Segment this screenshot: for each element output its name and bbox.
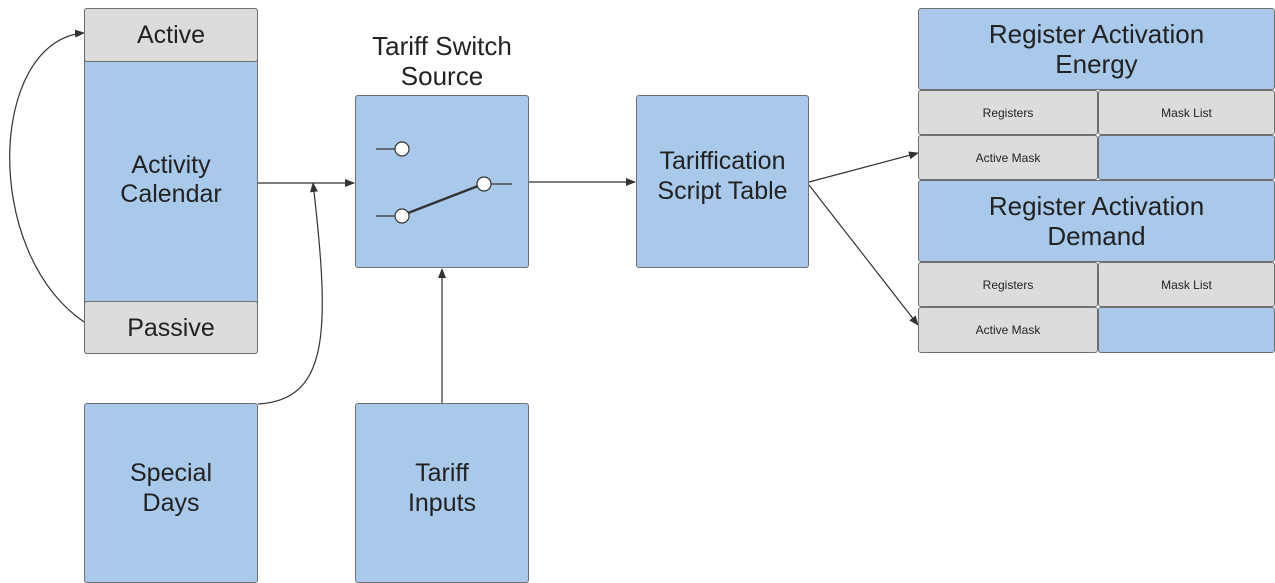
energy-title-line1: Register Activation: [988, 19, 1205, 49]
tariff-inputs-box: Tariff Inputs: [355, 403, 529, 583]
script-table-box: Tariffication Script Table: [636, 95, 809, 268]
passive-label: Passive: [127, 313, 215, 342]
energy-mask-list-cell: Mask List: [1098, 90, 1275, 135]
energy-title-box: Register Activation Energy: [918, 8, 1275, 90]
demand-registers-cell: Registers: [918, 262, 1098, 307]
script-table-line1: Tariffication: [659, 146, 786, 175]
tariff-inputs-line2: Inputs: [407, 489, 477, 517]
active-label: Active: [136, 21, 206, 49]
energy-active-mask-value: [1098, 135, 1275, 180]
demand-mask-list-label: Mask List: [1161, 277, 1212, 292]
special-days-line2: Days: [142, 489, 200, 517]
activity-calendar-line2: Calendar: [120, 180, 222, 208]
energy-registers-cell: Registers: [918, 90, 1098, 135]
passive-to-active-arrow: [9, 29, 85, 323]
script-to-demand-arrow: [808, 184, 919, 326]
demand-registers-label: Registers: [982, 277, 1034, 292]
tariff-inputs-line1: Tariff: [415, 459, 469, 487]
energy-active-mask-label: Active Mask: [975, 150, 1041, 165]
energy-title-line2: Energy: [1055, 49, 1138, 79]
demand-title-line1: Register Activation: [988, 191, 1205, 221]
special-days-line1: Special: [130, 459, 212, 487]
switch-icon: [376, 141, 512, 224]
tariff-switch-title-line2: Source: [400, 61, 484, 91]
activity-calendar-line1: Activity: [131, 151, 211, 179]
special-days-to-junction-arrow: [257, 182, 323, 405]
activity-calendar-label: Activity Calendar: [84, 151, 258, 209]
tariff-switch-title: Tariff Switch Source: [330, 31, 554, 91]
script-table-line2: Script Table: [657, 176, 788, 205]
tariff-switch-box: [355, 95, 529, 268]
energy-mask-list-label: Mask List: [1161, 105, 1212, 120]
energy-active-mask-cell: Active Mask: [918, 135, 1098, 180]
tariff-switch-title-line1: Tariff Switch: [372, 31, 512, 61]
script-to-energy-arrow: [808, 151, 919, 183]
demand-mask-list-cell: Mask List: [1098, 262, 1275, 307]
demand-active-mask-value: [1098, 307, 1275, 353]
special-days-box: Special Days: [84, 403, 258, 583]
passive-footer: Passive: [84, 301, 258, 354]
demand-title-line2: Demand: [1047, 221, 1146, 251]
activity-calendar-box: [84, 8, 258, 354]
active-header: Active: [84, 8, 258, 62]
demand-active-mask-cell: Active Mask: [918, 307, 1098, 353]
demand-active-mask-label: Active Mask: [975, 323, 1041, 337]
demand-title-box: Register Activation Demand: [918, 180, 1275, 262]
energy-registers-label: Registers: [982, 105, 1034, 120]
